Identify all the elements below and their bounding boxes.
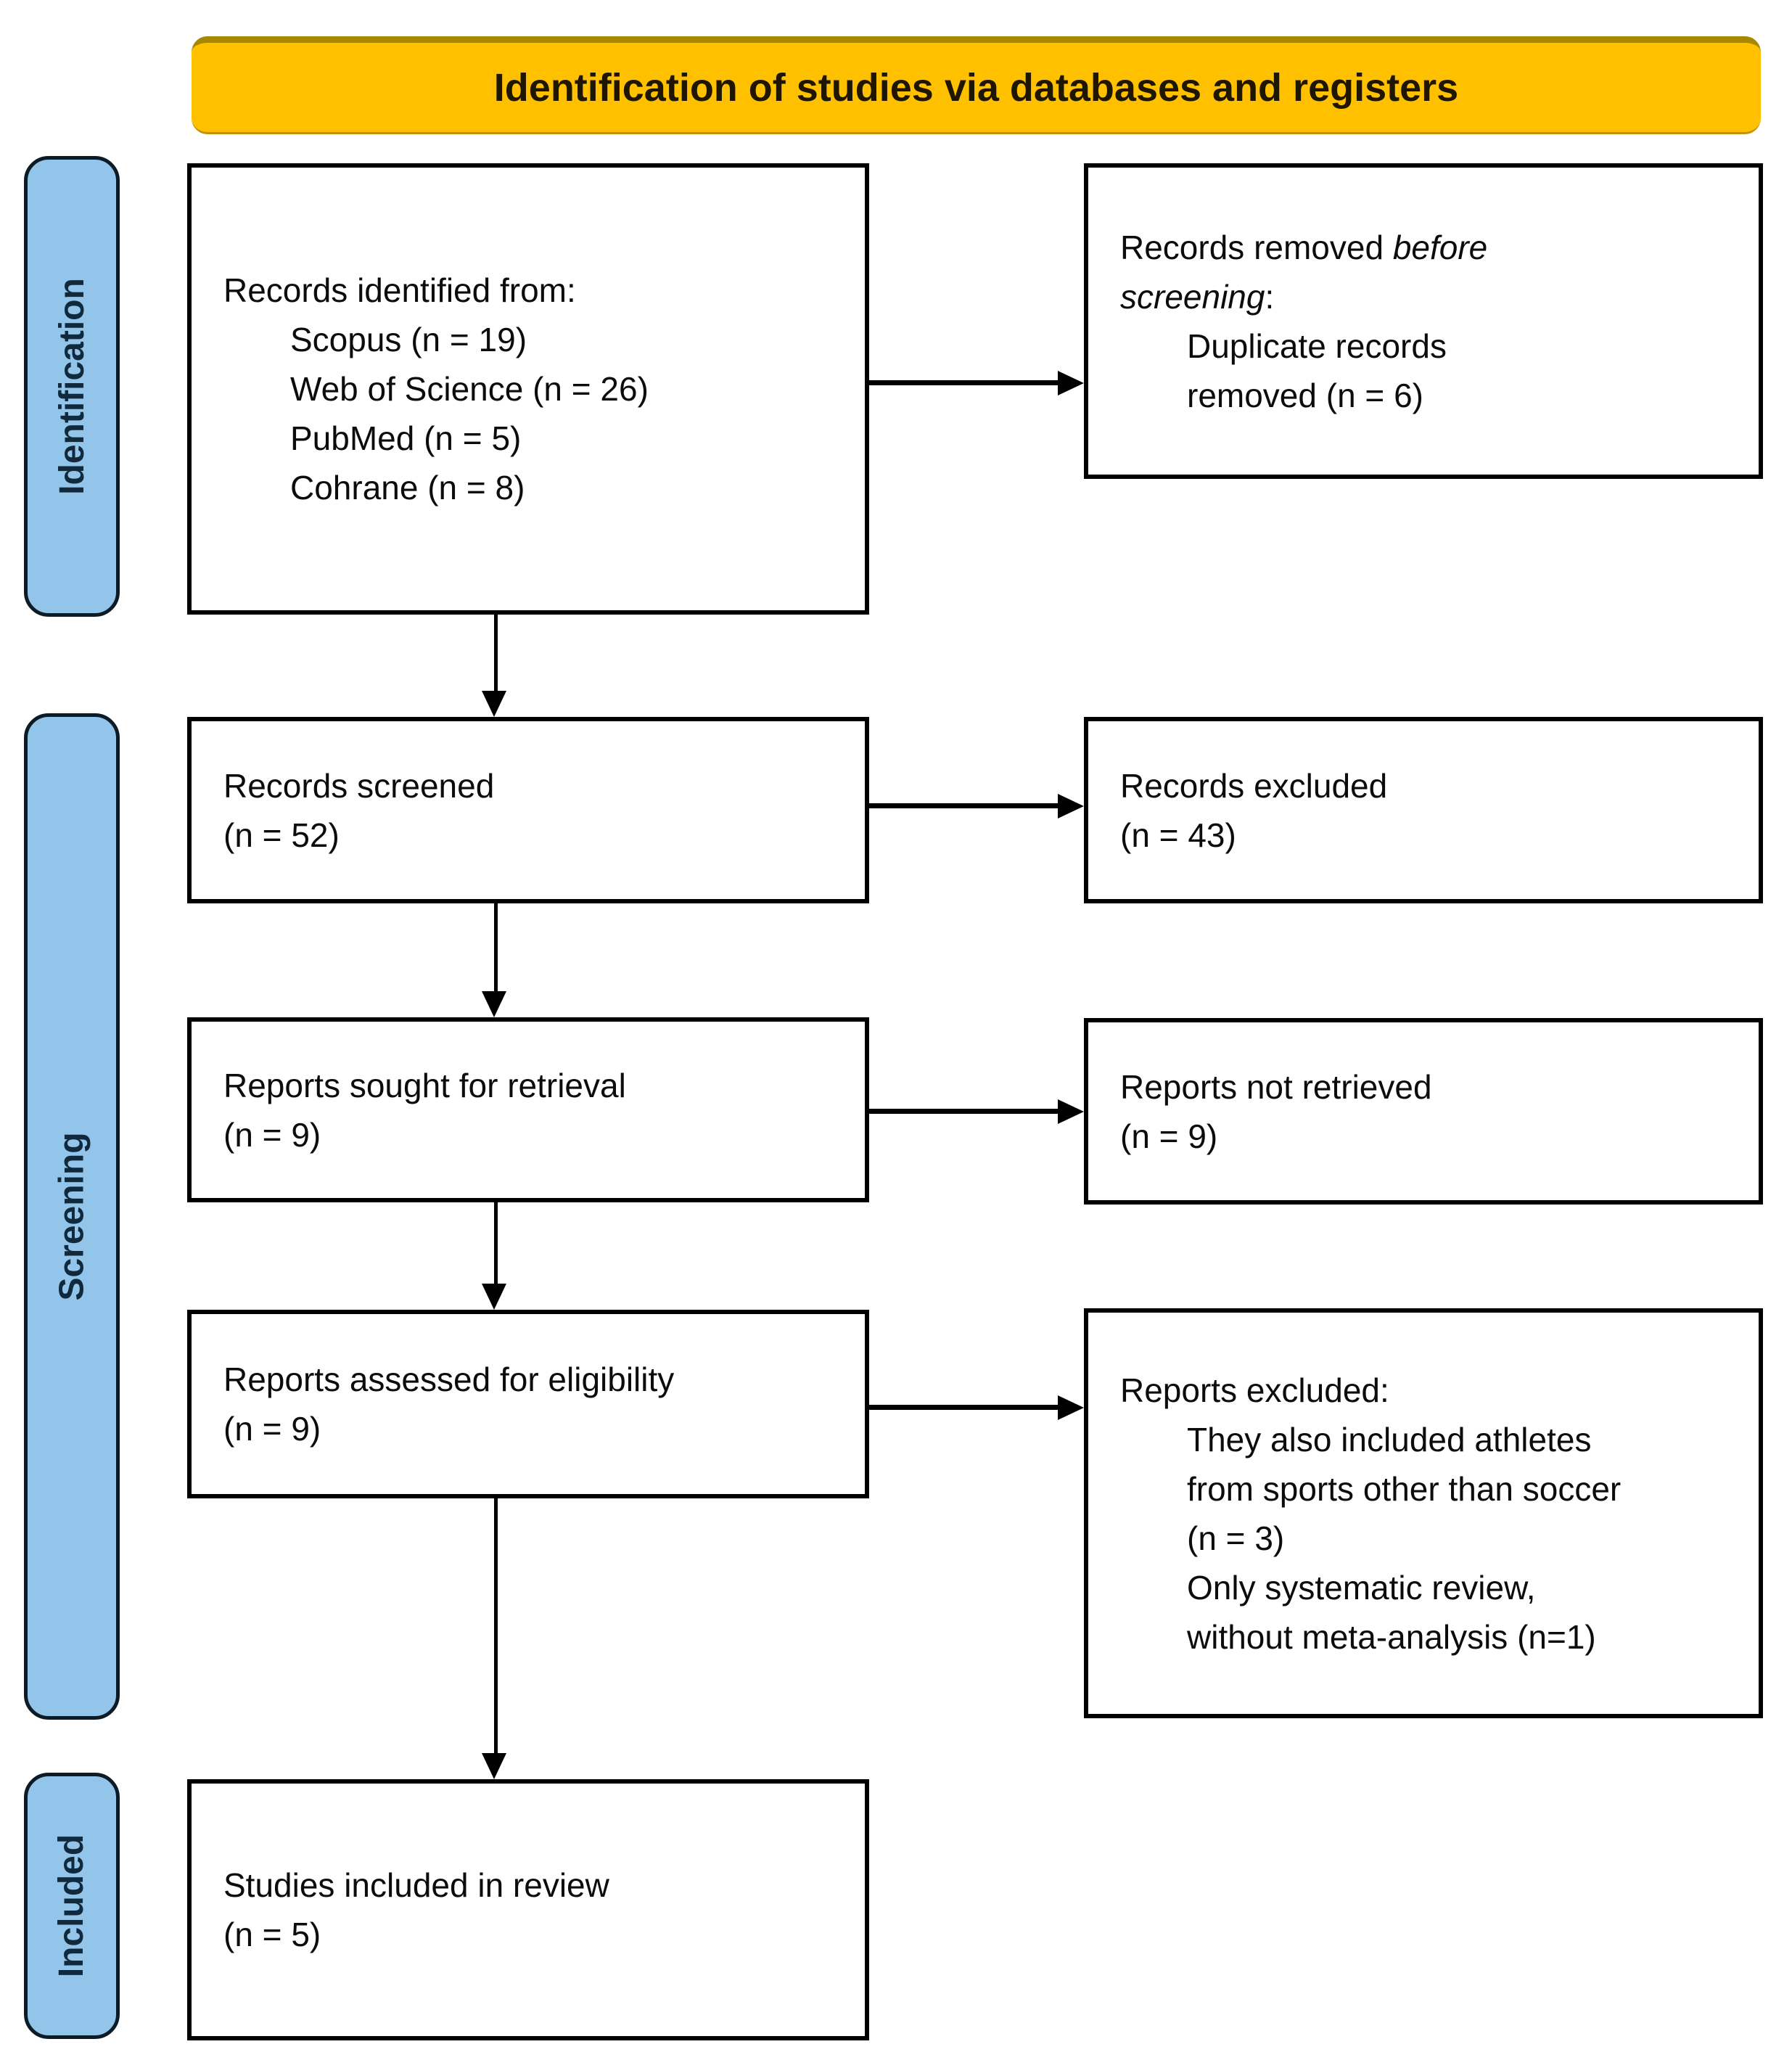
reports-assessed-label: Reports assessed for eligibility: [223, 1361, 675, 1398]
arrow-identified-to-removed-stem: [869, 380, 1059, 385]
banner: Identification of studies via databases …: [192, 36, 1761, 134]
records-removed-italic-screening: screening: [1120, 277, 1265, 316]
arrow-identified-to-screened-head: [482, 691, 506, 717]
arrow-sought-to-assessed-stem: [494, 1202, 498, 1285]
arrow-screened-to-excluded-stem: [869, 803, 1059, 808]
arrow-assessed-to-excluded-head: [1058, 1395, 1084, 1420]
arrow-sought-to-not-retrieved-stem: [869, 1109, 1059, 1114]
box-records-screened: Records screened (n = 52): [187, 717, 869, 903]
studies-included-count: (n = 5): [223, 1916, 321, 1953]
duplicate-records-line1: Duplicate records: [1187, 327, 1447, 365]
stage-bar-included: Included: [24, 1773, 120, 2039]
records-screened-label: Records screened: [223, 766, 495, 805]
box-records-removed-title-line2: screening:: [1120, 272, 1738, 321]
stage-label-screening: Screening: [52, 1132, 91, 1301]
records-removed-text: Records removed: [1120, 228, 1393, 266]
arrow-assessed-to-included-stem: [494, 1498, 498, 1755]
source-web-of-science: Web of Science (n = 26): [290, 370, 649, 408]
records-removed-italic-before: before: [1392, 228, 1488, 266]
source-scopus: Scopus (n = 19): [290, 321, 527, 358]
reports-sought-label: Reports sought for retrieval: [223, 1066, 626, 1104]
source-cohrane: Cohrane (n = 8): [290, 469, 525, 506]
stage-label-included: Included: [52, 1834, 91, 1978]
box-records-removed-title-line1: Records removed before: [1120, 223, 1738, 272]
reports-not-retrieved-count: (n = 9): [1120, 1117, 1218, 1155]
records-excluded-count: (n = 43): [1120, 816, 1236, 854]
reports-assessed-count: (n = 9): [223, 1410, 321, 1448]
reports-excluded-reason1-line2: from sports other than soccer: [1187, 1469, 1622, 1508]
box-reports-excluded: Reports excluded: They also included ath…: [1084, 1308, 1763, 1718]
reports-excluded-title: Reports excluded:: [1120, 1371, 1389, 1409]
reports-not-retrieved-label: Reports not retrieved: [1120, 1067, 1432, 1106]
box-records-removed: Records removed before screening: Duplic…: [1084, 163, 1763, 479]
records-removed-colon: :: [1265, 277, 1275, 316]
arrow-assessed-to-included-head: [482, 1753, 506, 1779]
arrow-identified-to-screened-stem: [494, 615, 498, 692]
box-records-excluded: Records excluded (n = 43): [1084, 717, 1763, 903]
arrow-sought-to-not-retrieved-head: [1058, 1099, 1084, 1124]
reports-excluded-reason2-line1: Only systematic review,: [1187, 1568, 1536, 1607]
banner-title: Identification of studies via databases …: [493, 65, 1459, 110]
duplicate-records-line2: removed (n = 6): [1187, 376, 1423, 414]
reports-sought-count: (n = 9): [223, 1115, 321, 1154]
arrow-assessed-to-excluded-stem: [869, 1405, 1059, 1410]
arrow-screened-to-sought-stem: [494, 903, 498, 993]
source-pubmed: PubMed (n = 5): [290, 419, 522, 457]
arrow-screened-to-sought-head: [482, 991, 506, 1017]
studies-included-label: Studies included in review: [223, 1866, 609, 1904]
records-screened-count: (n = 52): [223, 816, 340, 854]
reports-excluded-reason1-line1: They also included athletes: [1187, 1420, 1592, 1458]
stage-bar-screening: Screening: [24, 713, 120, 1720]
box-records-identified: Records identified from: Scopus (n = 19)…: [187, 163, 869, 615]
stage-bar-identification: Identification: [24, 156, 120, 617]
box-reports-sought: Reports sought for retrieval (n = 9): [187, 1017, 869, 1202]
records-excluded-label: Records excluded: [1120, 766, 1388, 805]
box-reports-not-retrieved: Reports not retrieved (n = 9): [1084, 1018, 1763, 1205]
stage-label-identification: Identification: [52, 278, 91, 495]
arrow-screened-to-excluded-head: [1058, 794, 1084, 818]
reports-excluded-reason1-count: (n = 3): [1187, 1519, 1285, 1557]
box-reports-assessed: Reports assessed for eligibility (n = 9): [187, 1310, 869, 1498]
arrow-sought-to-assessed-head: [482, 1284, 506, 1310]
box-studies-included: Studies included in review (n = 5): [187, 1779, 869, 2040]
reports-excluded-reason2-line2: without meta-analysis (n=1): [1187, 1617, 1596, 1656]
arrow-identified-to-removed-head: [1058, 371, 1084, 395]
box-records-identified-title: Records identified from:: [223, 271, 576, 309]
